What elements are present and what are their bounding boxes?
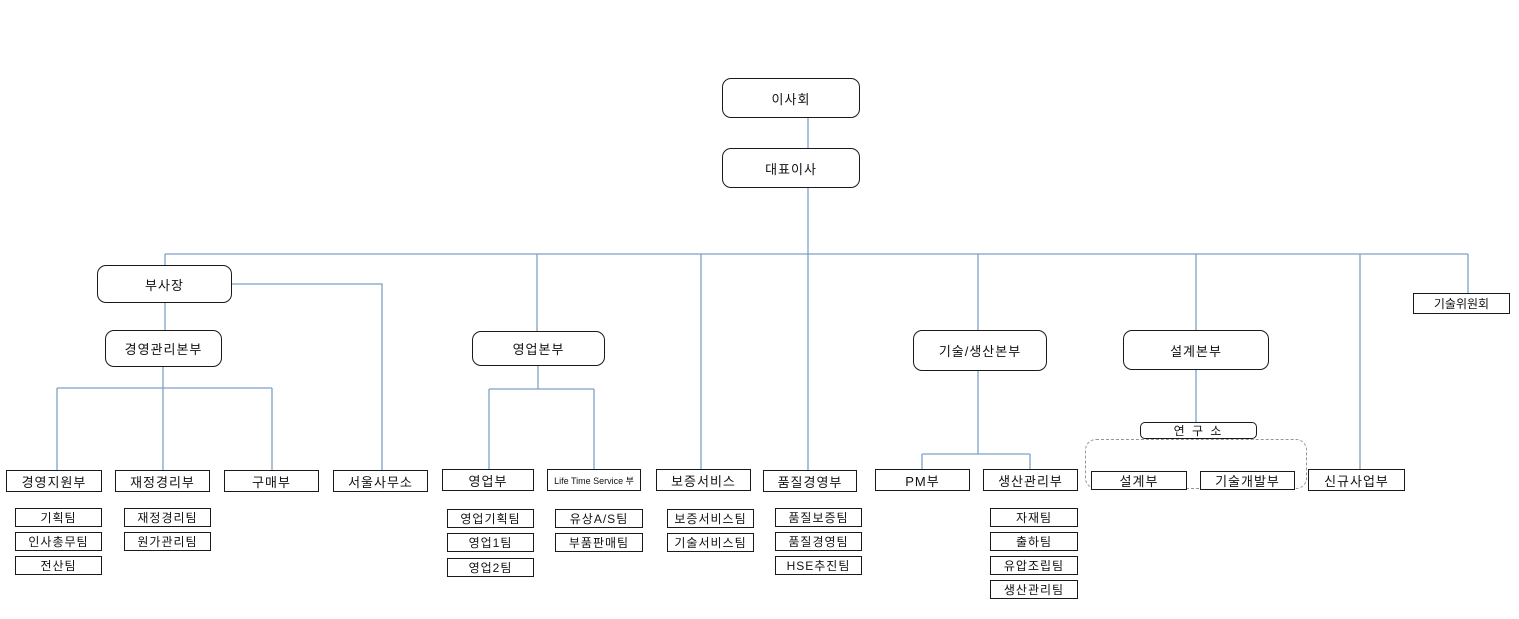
team-paid-as: 유상A/S팀 xyxy=(555,509,643,528)
node-tech-dev-dept: 기술개발부 xyxy=(1200,471,1295,490)
node-vice-president: 부사장 xyxy=(97,265,232,303)
team-hse-promotion: HSE추진팀 xyxy=(775,556,862,575)
team-sales-2: 영업2팀 xyxy=(447,558,534,577)
team-materials: 자재팀 xyxy=(990,508,1078,527)
node-purchasing-dept: 구매부 xyxy=(224,470,319,492)
node-mgmt-support-dept: 경영지원부 xyxy=(6,470,102,492)
node-sales-dept: 영업부 xyxy=(442,469,534,491)
team-shipping: 출하팀 xyxy=(990,532,1078,551)
team-sales-planning: 영업기획팀 xyxy=(447,509,534,528)
team-planning: 기획팀 xyxy=(15,508,102,527)
team-sales-1: 영업1팀 xyxy=(447,533,534,552)
node-design-dept: 설계부 xyxy=(1091,471,1187,490)
team-warranty-service: 보증서비스팀 xyxy=(667,509,754,528)
node-life-time-service-dept: Life Time Service 부 xyxy=(547,469,641,491)
node-finance-dept: 재정경리부 xyxy=(115,470,210,492)
node-design-hq: 설계본부 xyxy=(1123,330,1269,370)
team-hr-general-affairs: 인사총무팀 xyxy=(15,532,102,551)
team-quality-assurance: 품질보증팀 xyxy=(775,508,862,527)
team-hydraulic-assembly: 유압조립팀 xyxy=(990,556,1078,575)
team-finance-accounting: 재정경리팀 xyxy=(124,508,211,527)
node-quality-mgmt-dept: 품질경영부 xyxy=(763,470,857,492)
research-group-outline xyxy=(1085,439,1307,489)
node-board: 이사회 xyxy=(722,78,860,118)
team-production-management: 생산관리팀 xyxy=(990,580,1078,599)
node-sales-hq: 영업본부 xyxy=(472,331,605,366)
node-production-mgmt-dept: 생산관리부 xyxy=(983,469,1078,491)
team-it: 전산팀 xyxy=(15,556,102,575)
node-research-lab: 연 구 소 xyxy=(1140,422,1257,439)
node-tech-production-hq: 기술/생산본부 xyxy=(913,330,1047,371)
node-seoul-office: 서울사무소 xyxy=(333,470,428,492)
node-new-business-dept: 신규사업부 xyxy=(1308,469,1405,491)
team-tech-service: 기술서비스팀 xyxy=(667,533,754,552)
node-management-hq: 경영관리본부 xyxy=(105,330,222,367)
team-cost-management: 원가관리팀 xyxy=(124,532,211,551)
node-tech-committee: 기술위원회 xyxy=(1413,293,1510,314)
node-pm-dept: PM부 xyxy=(875,469,970,491)
node-ceo: 대표이사 xyxy=(722,148,860,188)
node-warranty-service-dept: 보증서비스 xyxy=(656,469,751,491)
team-quality-management: 품질경영팀 xyxy=(775,532,862,551)
team-parts-sales: 부품판매팀 xyxy=(555,533,643,552)
